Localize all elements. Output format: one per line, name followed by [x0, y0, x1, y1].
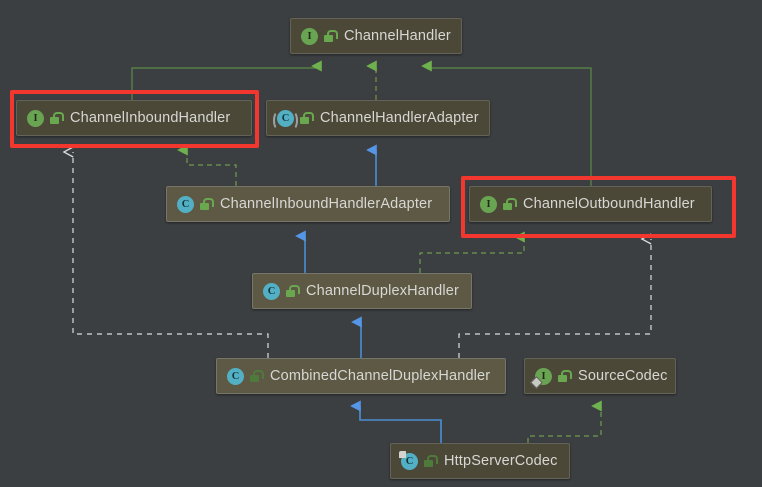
node-channeloutboundhandler[interactable]: I ChannelOutboundHandler: [469, 186, 712, 222]
edge-combined-to-inbound: [73, 152, 269, 358]
node-label: ChannelOutboundHandler: [523, 196, 695, 212]
lock-icon: [558, 370, 572, 382]
node-channelinboundhandleradapter[interactable]: C ChannelInboundHandlerAdapter: [166, 186, 450, 222]
modifier-marker-icon: [399, 450, 406, 458]
class-icon: C: [399, 450, 418, 470]
node-label: SourceCodec: [578, 368, 668, 384]
node-channelduplexhandler[interactable]: C ChannelDuplexHandler: [252, 273, 472, 309]
lock-icon: [503, 198, 517, 210]
lock-icon: [200, 198, 214, 210]
class-icon: C: [227, 367, 244, 385]
node-label: HttpServerCodec: [444, 453, 558, 469]
edge-duplex-to-outbound: [419, 237, 524, 273]
interface-icon: I: [480, 195, 497, 213]
class-icon: C: [263, 282, 280, 300]
node-combinedchannelduplexhandler[interactable]: C CombinedChannelDuplexHandler: [216, 358, 506, 394]
lock-icon: [286, 285, 300, 297]
lock-icon: [300, 112, 314, 124]
node-label: ChannelDuplexHandler: [306, 283, 459, 299]
node-channelhandleradapter[interactable]: C ChannelHandlerAdapter: [266, 100, 490, 136]
lock-icon: [324, 30, 338, 42]
edge-httpservercodec-to-sourcecodec: [527, 406, 601, 443]
highlight-box-outbound-handler: [461, 176, 736, 238]
interface-icon: I: [301, 27, 318, 45]
node-httpservercodec[interactable]: C HttpServerCodec: [390, 443, 570, 479]
lock-icon: [50, 112, 64, 124]
class-icon: C: [177, 195, 194, 213]
interface-icon: I: [27, 109, 44, 127]
node-sourcecodec[interactable]: I SourceCodec: [524, 358, 676, 394]
edge-inboundadapter-to-inbound: [187, 150, 237, 186]
node-label: ChannelHandlerAdapter: [320, 110, 479, 126]
node-channelinboundhandler[interactable]: I ChannelInboundHandler: [16, 100, 252, 136]
node-label: ChannelInboundHandlerAdapter: [220, 196, 433, 212]
lock-icon: [250, 370, 264, 382]
node-channelhandler[interactable]: I ChannelHandler: [290, 18, 462, 54]
edge-httpservercodec-to-combined: [360, 406, 442, 443]
edge-combined-to-outbound: [458, 239, 652, 358]
abstract-class-icon: C: [273, 109, 298, 130]
highlight-box-inbound-handler: [10, 90, 259, 148]
interface-icon: I: [530, 367, 552, 389]
node-label: ChannelHandler: [344, 28, 451, 44]
node-label: CombinedChannelDuplexHandler: [270, 368, 491, 384]
node-label: ChannelInboundHandler: [70, 110, 231, 126]
lock-icon: [424, 455, 438, 467]
